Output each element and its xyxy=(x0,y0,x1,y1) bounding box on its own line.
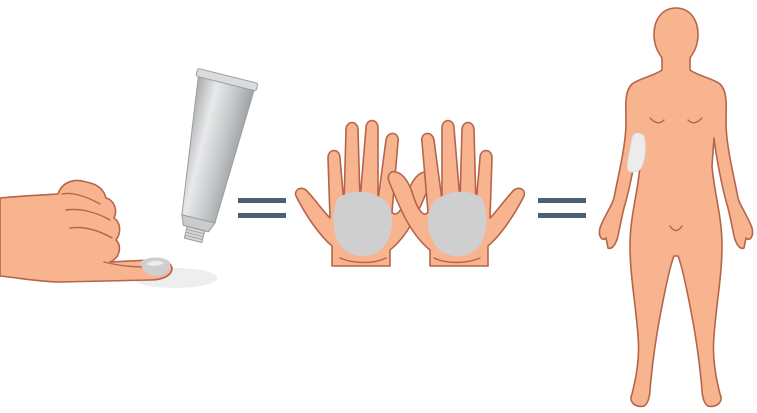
fingertip-with-cream-tube-icon xyxy=(0,70,260,300)
right-palm-icon xyxy=(388,121,524,267)
equals-icon xyxy=(538,196,586,220)
two-palms-icon xyxy=(292,118,528,270)
human-body-icon xyxy=(596,6,756,410)
equals-icon xyxy=(238,196,286,220)
